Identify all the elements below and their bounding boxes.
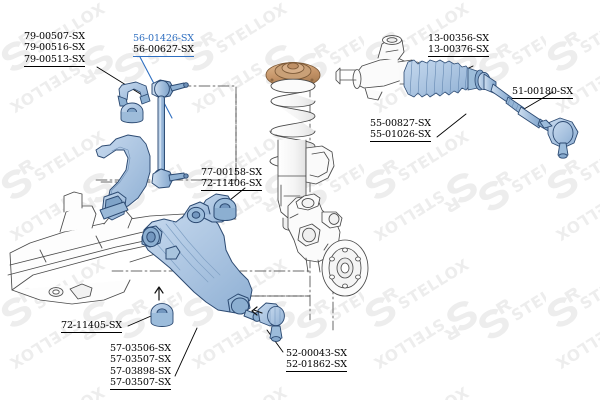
label-stabilizer-link: 56-01426-SX 56-00627-SX [133, 33, 194, 58]
part-number: 56-00627-SX [133, 44, 194, 58]
part-number: 13-00356-SX [428, 33, 489, 44]
ball-joint-part [251, 302, 285, 342]
part-number: 57-03898-SX [110, 365, 171, 377]
label-front-bush: 72-11405-SX [61, 320, 122, 333]
label-control-arm-bush: 77-00158-SX 72-11406-SX [201, 167, 262, 192]
part-number: 57-03506-SX [110, 343, 171, 354]
stabilizer-link [151, 79, 189, 189]
part-number: 57-03507-SX [110, 377, 171, 391]
part-number: 57-03507-SX [110, 354, 171, 366]
part-number-highlighted: 56-01426-SX [133, 33, 194, 44]
outer-tie-rod-end [539, 117, 579, 159]
part-number: 79-00516-SX [24, 42, 85, 54]
part-number: 55-01026-SX [370, 129, 431, 143]
part-number: 79-00507-SX [24, 31, 85, 42]
control-arm [141, 193, 262, 322]
label-inner-tie-rod: 55-00827-SX 55-01026-SX [370, 118, 431, 143]
front-bush-part [150, 286, 174, 327]
part-number: 52-01862-SX [286, 359, 347, 373]
label-outer-tie-rod-end: 51-00180-SX [512, 86, 573, 99]
stabilizer-bushing-clamp [117, 81, 151, 124]
part-number: 77-00158-SX [201, 167, 262, 178]
label-ball-joint: 52-00043-SX 52-01862-SX [286, 348, 347, 373]
part-number: 72-11406-SX [201, 178, 262, 192]
inner-tie-rod [477, 71, 553, 133]
part-number: 52-00043-SX [286, 348, 347, 359]
stabilizer-bar [95, 134, 151, 221]
label-stabilizer-bushing: 79-00507-SX 79-00516-SX 79-00513-SX [24, 31, 85, 67]
part-number: 79-00513-SX [24, 53, 85, 67]
part-number: 55-00827-SX [370, 118, 431, 129]
part-number: 72-11405-SX [61, 320, 122, 333]
label-steering-boot: 13-00356-SX 13-00376-SX [428, 33, 489, 58]
part-number: 51-00180-SX [512, 86, 573, 99]
label-control-arm: 57-03506-SX 57-03507-SX 57-03898-SX 57-0… [110, 343, 171, 391]
wheel-hub [321, 239, 369, 297]
part-number: 13-00376-SX [428, 44, 489, 58]
